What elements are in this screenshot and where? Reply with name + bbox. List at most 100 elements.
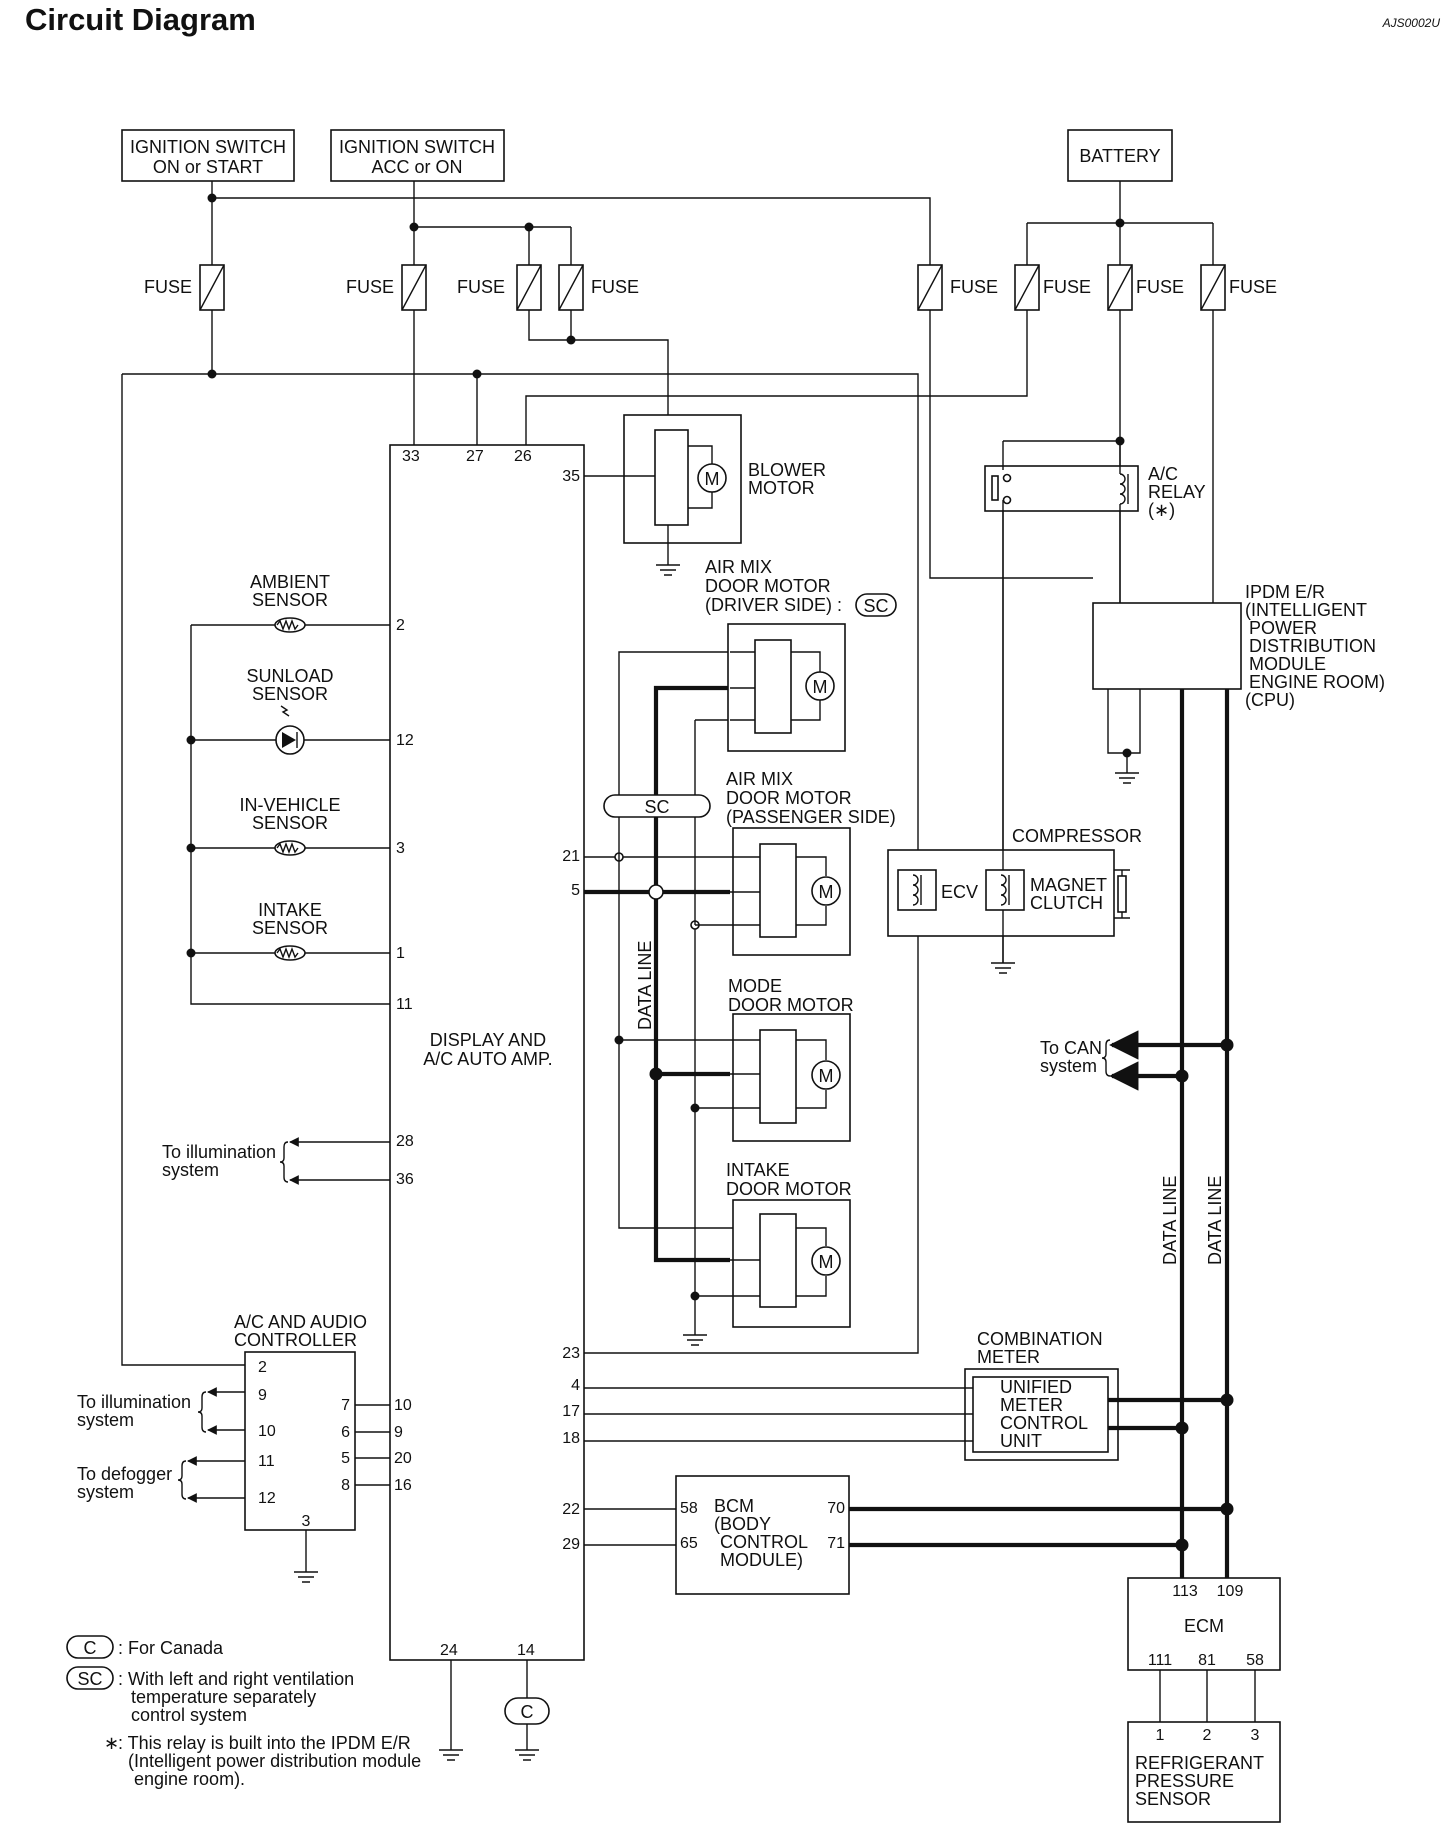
- sunload-sensor: SUNLOAD SENSOR: [246, 666, 334, 755]
- svg-text:71: 71: [827, 1535, 845, 1552]
- svg-text:1: 1: [396, 945, 405, 962]
- svg-text:11: 11: [258, 1453, 275, 1470]
- ipdm-er: IPDM E/R (INTELLIGENT POWER DISTRIBUTION…: [1092, 582, 1385, 784]
- svg-text:(CPU): (CPU): [1245, 690, 1295, 710]
- svg-text:DOOR MOTOR: DOOR MOTOR: [726, 788, 852, 808]
- amp-ground-14-canada: C: [504, 1660, 550, 1761]
- svg-text:10: 10: [258, 1423, 276, 1440]
- svg-text:23: 23: [562, 1345, 580, 1362]
- svg-text:3: 3: [1251, 1727, 1260, 1744]
- sc-tag: SC: [603, 794, 711, 818]
- svg-text:INTAKE: INTAKE: [726, 1160, 790, 1180]
- blower-motor: M BLOWER MOTOR: [584, 414, 826, 576]
- svg-text:26: 26: [514, 448, 532, 465]
- svg-text:IGNITION SWITCH: IGNITION SWITCH: [339, 137, 495, 157]
- svg-text:POWER: POWER: [1249, 618, 1317, 638]
- svg-text:12: 12: [396, 732, 414, 749]
- svg-text:∗: ∗: [104, 1733, 119, 1753]
- ac-audio-controller: A/C AND AUDIO CONTROLLER 2 9 10 11 12 3 …: [77, 1312, 412, 1583]
- svg-text:(INTELLIGENT: (INTELLIGENT: [1245, 600, 1367, 620]
- svg-text:SC: SC: [644, 797, 669, 817]
- svg-text:C: C: [84, 1638, 97, 1658]
- svg-text:29: 29: [562, 1536, 580, 1553]
- svg-text:FUSE: FUSE: [1043, 277, 1091, 297]
- svg-text:RELAY: RELAY: [1148, 482, 1206, 502]
- amp-pin23-wire: [584, 1328, 919, 1354]
- svg-text:BATTERY: BATTERY: [1079, 146, 1160, 166]
- svg-text:DATA LINE: DATA LINE: [1160, 1176, 1180, 1265]
- svg-text:7: 7: [341, 1397, 350, 1414]
- svg-text:58: 58: [680, 1500, 698, 1517]
- page-title: Circuit Diagram: [25, 2, 256, 37]
- svg-text:M: M: [819, 1066, 834, 1086]
- svg-text:M: M: [705, 469, 720, 489]
- svg-text:A/C AND AUDIO: A/C AND AUDIO: [234, 1312, 367, 1332]
- svg-text:DOOR MOTOR: DOOR MOTOR: [726, 1179, 852, 1199]
- svg-text:35: 35: [562, 468, 580, 485]
- svg-text:AIR MIX: AIR MIX: [705, 557, 772, 577]
- svg-text:24: 24: [440, 1642, 458, 1659]
- svg-text:DATA LINE: DATA LINE: [1205, 1176, 1225, 1265]
- svg-text:C: C: [521, 1702, 534, 1722]
- svg-text:CLUTCH: CLUTCH: [1030, 893, 1103, 913]
- svg-text:COMPRESSOR: COMPRESSOR: [1012, 826, 1142, 846]
- svg-text:SENSOR: SENSOR: [252, 813, 328, 833]
- svg-text:engine room).: engine room).: [134, 1769, 245, 1789]
- svg-text:IPDM E/R: IPDM E/R: [1245, 582, 1325, 602]
- air-mix-door-motor-passenger: AIR MIX DOOR MOTOR (PASSENGER SIDE) M: [726, 769, 896, 956]
- svg-text:16: 16: [394, 1477, 412, 1494]
- svg-text:FUSE: FUSE: [1229, 277, 1277, 297]
- air-mix-door-motor-driver: AIR MIX DOOR MOTOR (DRIVER SIDE) : SC M: [705, 557, 897, 752]
- in-vehicle-sensor: IN-VEHICLE SENSOR: [239, 795, 341, 856]
- svg-text:COMBINATION: COMBINATION: [977, 1329, 1103, 1349]
- svg-text:IN-VEHICLE: IN-VEHICLE: [239, 795, 340, 815]
- svg-text:INTAKE: INTAKE: [258, 900, 322, 920]
- svg-text:SENSOR: SENSOR: [252, 684, 328, 704]
- svg-text:MODULE: MODULE: [1249, 654, 1326, 674]
- svg-text:3: 3: [396, 840, 405, 857]
- amp-illumination-link: To illumination system: [162, 1137, 390, 1185]
- svg-text:DOOR MOTOR: DOOR MOTOR: [728, 995, 854, 1015]
- svg-text:UNIFIED: UNIFIED: [1000, 1377, 1072, 1397]
- svg-text:70: 70: [827, 1500, 845, 1517]
- svg-text:5: 5: [341, 1450, 350, 1467]
- svg-text:DISPLAY AND: DISPLAY AND: [430, 1030, 546, 1050]
- svg-text:ENGINE ROOM): ENGINE ROOM): [1249, 672, 1385, 692]
- svg-text:To defogger: To defogger: [77, 1464, 172, 1484]
- fuse-ign-ipdm: FUSE: [917, 264, 998, 311]
- svg-text:FUSE: FUSE: [591, 277, 639, 297]
- svg-text:IGNITION SWITCH: IGNITION SWITCH: [130, 137, 286, 157]
- fuse-acc-2: FUSE: [457, 264, 542, 311]
- combination-meter: COMBINATION METER UNIFIED METER CONTROL …: [584, 1329, 1227, 1461]
- svg-text:A/C: A/C: [1148, 464, 1178, 484]
- svg-text:BLOWER: BLOWER: [748, 460, 826, 480]
- svg-text:system: system: [77, 1482, 134, 1502]
- svg-text:(DRIVER SIDE) :: (DRIVER SIDE) :: [705, 595, 842, 615]
- svg-text:SENSOR: SENSOR: [1135, 1789, 1211, 1809]
- svg-text:ON or START: ON or START: [153, 157, 263, 177]
- svg-text:ACC or ON: ACC or ON: [371, 157, 462, 177]
- amp-ground-24: [439, 1660, 463, 1761]
- refrigerant-pressure-sensor: 1 2 3 REFRIGERANT PRESSURE SENSOR: [1127, 1721, 1281, 1823]
- svg-text:AMBIENT: AMBIENT: [250, 572, 330, 592]
- svg-text:SUNLOAD: SUNLOAD: [246, 666, 333, 686]
- svg-text:9: 9: [258, 1387, 267, 1404]
- svg-text:control system: control system: [131, 1705, 247, 1725]
- svg-text:FUSE: FUSE: [144, 277, 192, 297]
- mode-door-motor: MODE DOOR MOTOR M: [728, 976, 854, 1142]
- svg-text:10: 10: [394, 1397, 412, 1414]
- svg-text:FUSE: FUSE: [457, 277, 505, 297]
- svg-text:65: 65: [680, 1535, 698, 1552]
- svg-text:system: system: [162, 1160, 219, 1180]
- svg-text:2: 2: [258, 1359, 267, 1376]
- svg-text:DATA LINE: DATA LINE: [635, 941, 655, 1030]
- svg-text:PRESSURE: PRESSURE: [1135, 1771, 1234, 1791]
- svg-text:27: 27: [466, 448, 484, 465]
- svg-text:(Intelligent power distributio: (Intelligent power distribution module: [128, 1751, 421, 1771]
- svg-text:M: M: [819, 882, 834, 902]
- svg-text:: This relay is built into the: : This relay is built into the IPDM E/R: [118, 1733, 411, 1753]
- legend: C : For Canada SC : With left and right …: [66, 1635, 421, 1789]
- svg-text:4: 4: [571, 1377, 580, 1394]
- svg-text:14: 14: [517, 1642, 535, 1659]
- svg-text:: For Canada: : For Canada: [118, 1638, 224, 1658]
